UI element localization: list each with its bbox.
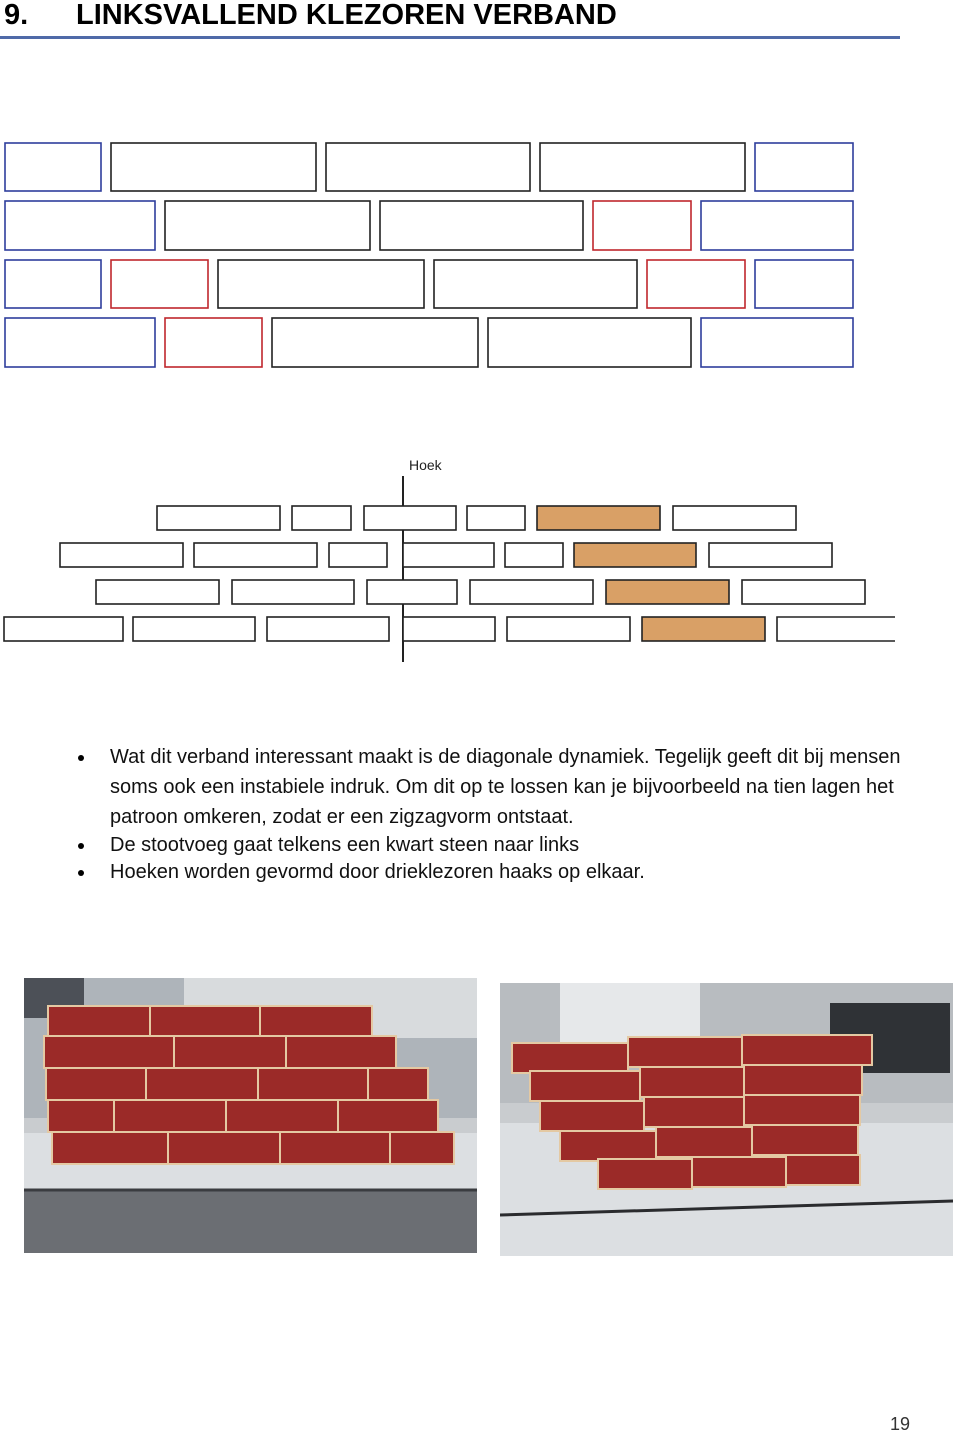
- brick: [592, 200, 692, 251]
- brick: [700, 317, 854, 368]
- corner-label: Hoek: [409, 457, 443, 473]
- brick: [325, 142, 531, 192]
- brick: [487, 317, 692, 368]
- brick: [4, 200, 156, 251]
- bullet-item: Wat dit verband interessant maakt is de …: [78, 742, 910, 832]
- brick: [271, 317, 479, 368]
- section-heading: 9. LINKSVALLEND KLEZOREN VERBAND: [0, 0, 900, 39]
- brick: [754, 142, 854, 192]
- photo-stepped-brick-wall: [24, 978, 477, 1253]
- brick: [646, 259, 746, 309]
- brick: [110, 259, 209, 309]
- page-number: 19: [889, 1414, 910, 1434]
- brick: [754, 259, 854, 309]
- brick: [4, 142, 102, 192]
- corner-bond-diagram: Hoek: [3, 457, 895, 662]
- section-title: LINKSVALLEND KLEZOREN VERBAND: [76, 0, 617, 31]
- photo-corner-brick-wall: [500, 983, 953, 1256]
- bullet-list: Wat dit verband interessant maakt is de …: [78, 742, 910, 886]
- brick: [217, 259, 425, 309]
- brick: [4, 259, 102, 309]
- brick: [164, 317, 263, 368]
- brick: [164, 200, 371, 251]
- brick: [539, 142, 746, 192]
- brick: [4, 317, 156, 368]
- brick: [379, 200, 584, 251]
- brick: [700, 200, 854, 251]
- bullet-item: Hoeken worden gevormd door drieklezoren …: [78, 859, 910, 886]
- brick: [110, 142, 317, 192]
- bullet-item: De stootvoeg gaat telkens een kwart stee…: [78, 832, 910, 859]
- brick: [433, 259, 638, 309]
- brick-elevation-diagram: [4, 142, 854, 368]
- section-number: 9.: [4, 0, 29, 31]
